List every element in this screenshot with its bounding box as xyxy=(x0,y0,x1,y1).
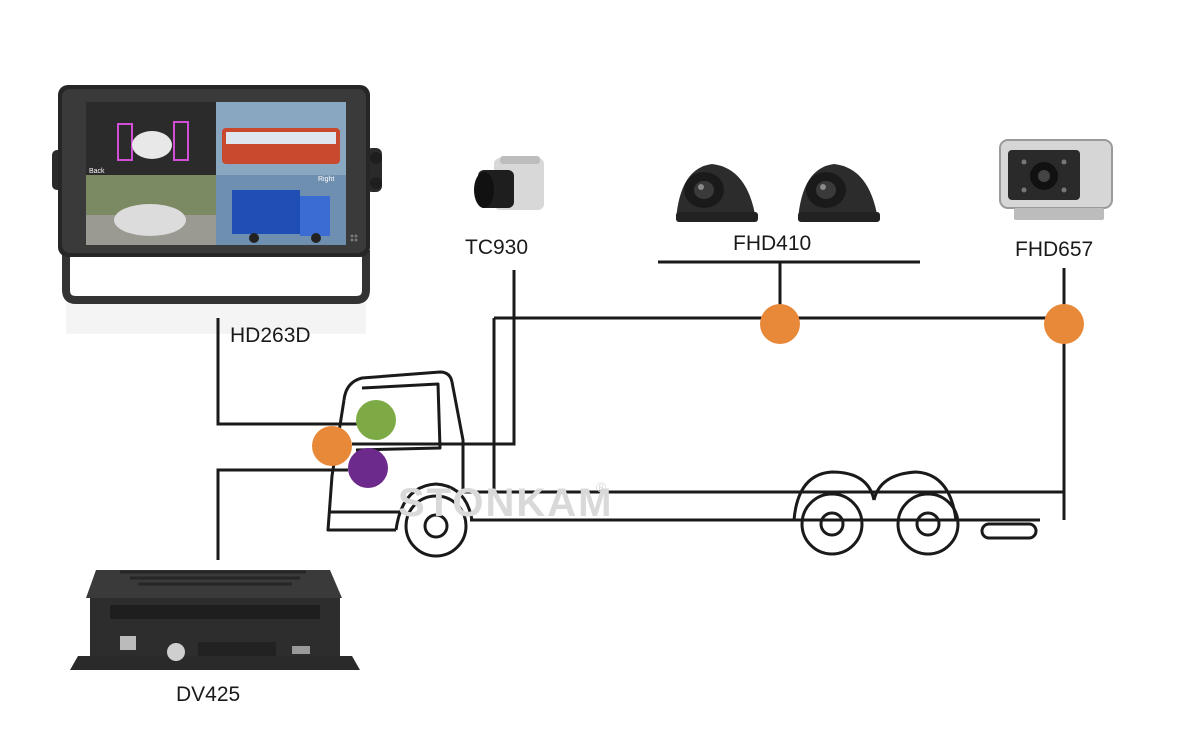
truck-wheel-rear-1 xyxy=(800,492,864,556)
label-fhd657: FHD657 xyxy=(1015,238,1093,261)
wire-dv425 xyxy=(216,468,348,560)
screen-label-back: Back xyxy=(89,168,105,175)
watermark-text: STONKAM xyxy=(398,481,613,525)
wire-tc930 xyxy=(352,270,516,446)
label-dv425: DV425 xyxy=(176,683,240,706)
camera-fhd657 xyxy=(999,139,1113,220)
label-tc930: TC930 xyxy=(465,236,528,259)
dvr-dv425 xyxy=(70,570,360,670)
truck-wheel-rear-2 xyxy=(896,492,960,556)
wire-monitor xyxy=(216,318,360,426)
connector-fhd657 xyxy=(1044,304,1084,344)
label-hd263d: HD263D xyxy=(230,324,311,347)
screen-label-right: Right xyxy=(318,176,334,183)
connector-cab-purple xyxy=(348,448,388,488)
truck-outline xyxy=(326,316,1066,540)
connector-cab-orange xyxy=(312,426,352,466)
truck-wheel-front xyxy=(404,494,468,558)
camera-tc930 xyxy=(474,156,544,210)
camera-fhd410-right xyxy=(798,164,880,222)
monitor-hd263d: Back Right xyxy=(52,85,382,334)
connector-cab-green xyxy=(356,400,396,440)
camera-fhd410-left xyxy=(676,164,758,222)
watermark-registered-mark: ® xyxy=(596,479,607,495)
label-fhd410: FHD410 xyxy=(733,232,811,255)
connector-fhd410 xyxy=(760,304,800,344)
